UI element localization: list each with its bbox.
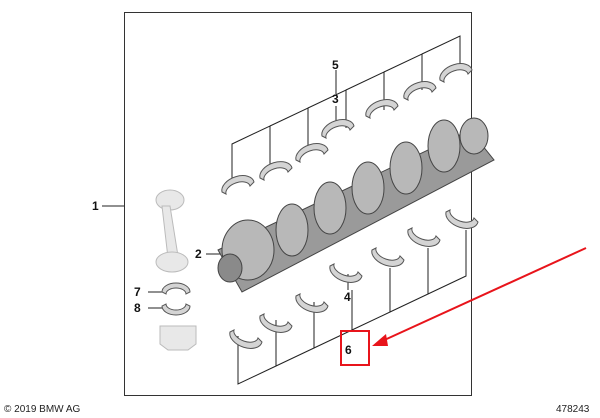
rod-cap	[159, 325, 197, 351]
callout-label-4: 4	[344, 290, 351, 304]
highlight-box	[340, 330, 370, 366]
callout-label-7: 7	[134, 285, 141, 299]
rod-bearing-shells	[161, 282, 191, 316]
figure-number: 478243	[556, 404, 590, 415]
diagram-frame	[124, 12, 472, 396]
crankshaft	[217, 117, 495, 293]
connecting-rod	[155, 189, 189, 273]
callout-label-1: 1	[92, 199, 99, 213]
upper-bearing-shells	[221, 63, 473, 195]
callout-label-5: 5	[332, 58, 339, 72]
highlight-arrow	[372, 247, 587, 346]
callout-label-8: 8	[134, 301, 141, 315]
copyright-text: © 2019 BMW AG	[4, 404, 81, 415]
callout-label-6: 6	[345, 343, 352, 357]
callout-lines	[102, 35, 467, 385]
callout-label-3: 3	[332, 92, 339, 106]
lower-bearing-shells	[229, 209, 479, 349]
callout-label-2: 2	[195, 247, 202, 261]
